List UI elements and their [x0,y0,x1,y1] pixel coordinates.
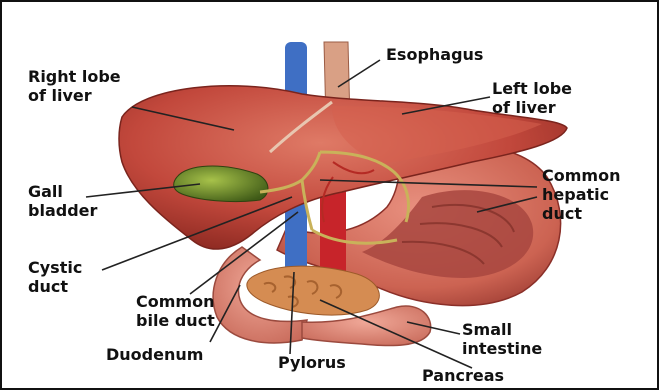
label-common-bile-duct: Common bile duct [136,292,215,330]
label-right-lobe-of-liver: Right lobe of liver [28,67,121,105]
label-gall-bladder: Gall bladder [28,182,97,220]
label-duodenum: Duodenum [106,345,203,364]
label-pylorus: Pylorus [278,353,346,372]
label-cystic-duct: Cystic duct [28,258,82,296]
label-common-hepatic-duct: Common hepatic duct [542,166,620,223]
label-pancreas: Pancreas [422,366,504,385]
label-esophagus: Esophagus [386,45,483,64]
label-small-intestine: Small intestine [462,320,542,358]
label-left-lobe-of-liver: Left lobe of liver [492,79,572,117]
